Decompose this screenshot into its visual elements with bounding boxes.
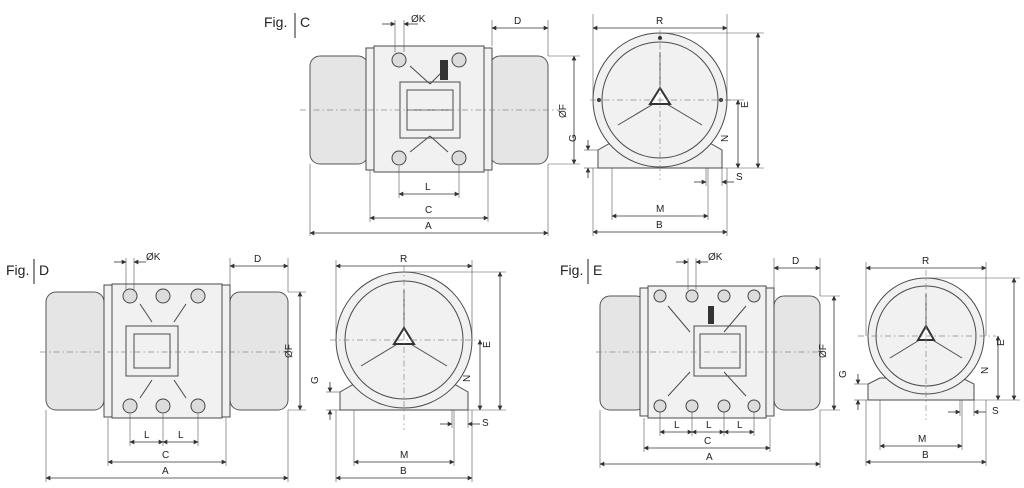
dim-e-label: E xyxy=(996,339,1007,346)
dim-e-label: E xyxy=(482,341,493,348)
dim-k-label: ØK xyxy=(708,252,723,263)
dim-f-label: ØF xyxy=(558,104,569,118)
fig-d-label: Fig. xyxy=(6,262,29,278)
dim-m-label: M xyxy=(918,434,926,445)
fig-d-front-dimensions: R E N G S M B xyxy=(310,254,506,482)
right-motor-cylinder xyxy=(229,291,289,411)
fig-c-dimensions: ØK D ØF L C A xyxy=(309,14,580,236)
cable-gland xyxy=(440,60,448,80)
dim-b-label: B xyxy=(922,450,929,461)
fig-e-side-view xyxy=(596,285,826,419)
dim-l-label-3: L xyxy=(737,420,743,431)
fig-c-label: Fig. xyxy=(264,14,287,30)
dim-g-label: G xyxy=(838,370,849,378)
dim-c-label: C xyxy=(425,205,432,216)
fig-d-letter: D xyxy=(39,262,49,278)
dim-l-label-2: L xyxy=(706,420,712,431)
left-flange xyxy=(365,47,375,171)
left-motor-cylinder xyxy=(45,291,105,411)
dim-f-label: ØF xyxy=(818,344,829,358)
dim-a-label: A xyxy=(706,452,713,463)
fig-d-side-view xyxy=(40,283,296,419)
dim-d-label: D xyxy=(514,16,521,27)
dim-g-label: G xyxy=(310,376,321,384)
fig-d-dimensions: ØK D ØF L L C A xyxy=(45,252,306,482)
bolt-hole xyxy=(451,150,467,166)
dim-d-label: D xyxy=(254,254,261,265)
terminal-box xyxy=(125,325,179,377)
fig-d-front-view xyxy=(330,266,480,430)
dim-c-label: C xyxy=(704,436,711,447)
dim-s-label: S xyxy=(482,418,489,429)
dim-f-label: ØF xyxy=(284,344,295,358)
left-motor-cylinder xyxy=(599,295,647,411)
bolt-hole xyxy=(451,52,467,68)
fig-e-label: Fig. xyxy=(560,262,583,278)
dim-d-label: D xyxy=(792,256,799,267)
dim-a-label: A xyxy=(425,221,432,232)
dim-r-label: R xyxy=(922,256,929,267)
dim-n-label: N xyxy=(720,135,731,142)
bolt-hole xyxy=(391,150,407,166)
figure-d: Fig. D ØK xyxy=(6,252,506,482)
dim-k-label: ØK xyxy=(411,14,426,25)
dim-c-label: C xyxy=(162,450,169,461)
fig-c-front-view xyxy=(590,30,735,180)
dim-l-label-2: L xyxy=(178,430,184,441)
dim-l-label-1: L xyxy=(674,420,680,431)
right-motor-cylinder xyxy=(773,295,821,411)
dim-k-label: ØK xyxy=(146,252,161,263)
dim-r-label: R xyxy=(656,16,663,27)
cable-gland xyxy=(708,306,714,324)
figure-c: Fig. C ØK xyxy=(264,13,764,236)
dim-l-label-1: L xyxy=(144,430,150,441)
end-cover-inner xyxy=(601,41,719,159)
fig-e-front-dimensions: R E N G S M B xyxy=(838,256,1020,466)
dim-b-label: B xyxy=(400,466,407,477)
dim-r-label: R xyxy=(400,254,407,265)
dim-s-label: S xyxy=(992,406,999,417)
center-hub xyxy=(648,86,672,105)
terminal-box xyxy=(693,325,747,377)
housing xyxy=(111,283,223,419)
bolt-hole xyxy=(391,52,407,68)
dim-l-label: L xyxy=(425,182,431,193)
figure-e: Fig. E ØK xyxy=(560,252,1020,468)
dim-n-label: N xyxy=(462,375,473,382)
dim-a-label: A xyxy=(162,466,169,477)
dim-b-label: B xyxy=(656,220,663,231)
dim-s-label: S xyxy=(736,172,743,183)
fig-e-letter: E xyxy=(593,262,602,278)
fig-c-front-dimensions: R E N G S M B xyxy=(568,14,764,236)
right-flange xyxy=(483,47,493,171)
dim-n-label: N xyxy=(980,367,991,374)
dim-e-label: E xyxy=(740,101,751,108)
dim-m-label: M xyxy=(400,450,408,461)
fig-e-front-view xyxy=(858,270,996,420)
fig-e-dimensions: ØK D ØF L L L C A xyxy=(599,252,840,468)
dim-g-label: G xyxy=(568,134,579,142)
housing xyxy=(373,45,485,173)
fig-c-side-view xyxy=(300,45,560,173)
dim-m-label: M xyxy=(656,204,664,215)
fig-c-letter: C xyxy=(300,14,310,30)
